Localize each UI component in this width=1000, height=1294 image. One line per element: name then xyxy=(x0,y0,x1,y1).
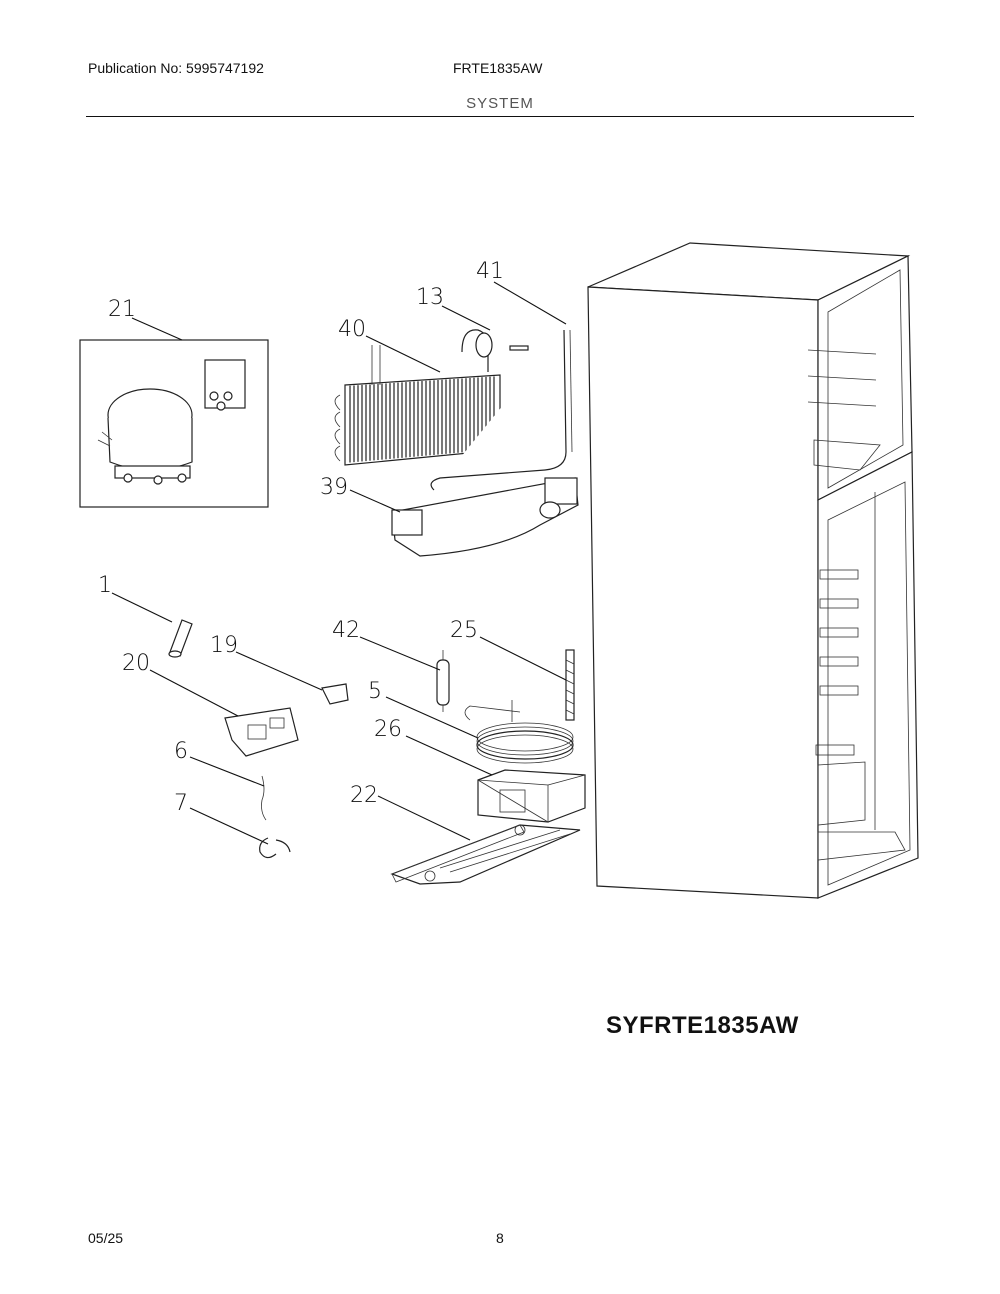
footer-date: 05/25 xyxy=(88,1230,124,1246)
relay-bracket xyxy=(224,707,299,757)
tube-part-1 xyxy=(168,619,193,658)
callout-21: 21 xyxy=(108,297,136,322)
callout-41: 41 xyxy=(476,259,504,284)
condensate-pan xyxy=(477,769,586,823)
callout-25: 25 xyxy=(450,618,478,643)
callout-13: 13 xyxy=(416,285,444,310)
suction-tube xyxy=(430,329,573,491)
callout-40: 40 xyxy=(338,317,366,342)
callout-22: 22 xyxy=(350,783,378,808)
part-13 xyxy=(509,345,529,351)
compressor-inset xyxy=(79,339,269,508)
cover-part-19 xyxy=(321,683,349,705)
callout-1: 1 xyxy=(98,573,112,598)
section-title: SYSTEM xyxy=(466,95,534,112)
callout-20: 20 xyxy=(122,651,150,676)
capillary-part-25 xyxy=(565,649,575,721)
condenser-coil xyxy=(464,700,574,764)
drier-part-42 xyxy=(436,650,450,712)
callout-6: 6 xyxy=(174,739,188,764)
wire-part-6 xyxy=(261,775,267,821)
callout-26: 26 xyxy=(374,717,402,742)
header-divider xyxy=(86,116,914,117)
callout-labels: 21 13 41 40 39 1 19 42 25 20 5 26 6 7 22 xyxy=(98,259,567,845)
page-number: 8 xyxy=(496,1230,504,1246)
callout-39: 39 xyxy=(320,475,348,500)
base-bracket xyxy=(390,824,581,885)
model-number: FRTE1835AW xyxy=(453,60,543,76)
publication-number: Publication No: 5995747192 xyxy=(88,60,264,76)
diagram-code: SYFRTE1835AW xyxy=(606,1012,799,1039)
callout-42: 42 xyxy=(332,618,360,643)
callout-19: 19 xyxy=(210,633,238,658)
drain-tray xyxy=(391,477,579,557)
callout-7: 7 xyxy=(174,791,188,816)
callout-5: 5 xyxy=(368,679,382,704)
refrigerator-cabinet xyxy=(587,242,919,899)
clip-part-7 xyxy=(259,837,291,859)
